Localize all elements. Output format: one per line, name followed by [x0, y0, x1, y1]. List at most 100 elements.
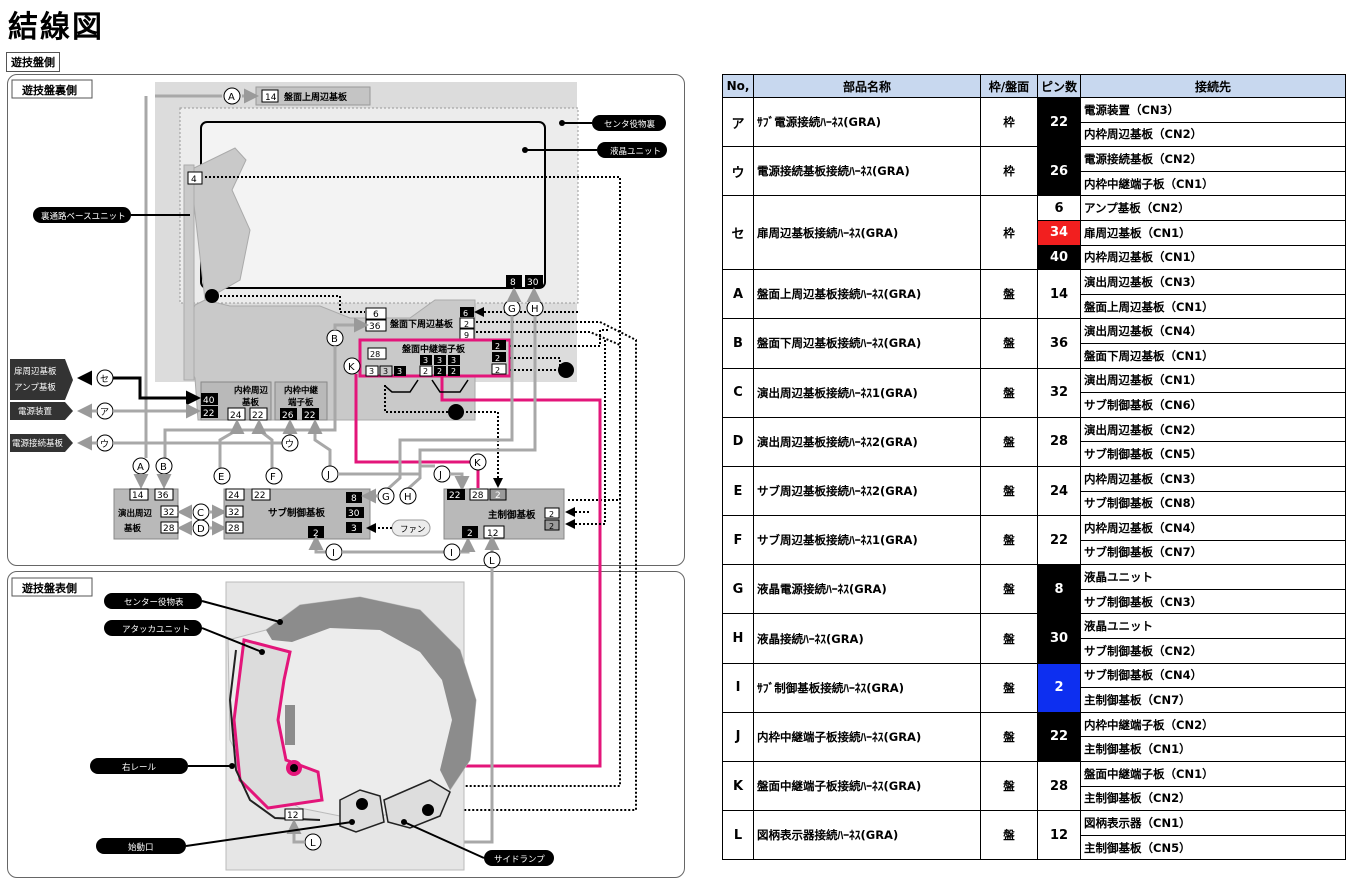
center-accessory-label: センター役物表 [124, 597, 184, 608]
letter-a: ア [100, 408, 109, 418]
panel-back-label: 遊技盤裏側 [22, 83, 77, 97]
row-pin-count: 36 [1037, 318, 1081, 369]
row-destination: サブ制御基板（CN2） [1080, 638, 1346, 664]
letter-u-left: ウ [100, 439, 109, 450]
row-frame-board: 盤 [980, 318, 1038, 369]
row-frame-board: 盤 [980, 465, 1038, 517]
row-destination: 演出周辺基板（CN3） [1080, 269, 1346, 295]
row-pin-count: 28 [1037, 761, 1081, 812]
conn-14-upper: 14 [265, 93, 277, 103]
svg-text:2: 2 [437, 367, 442, 376]
table-row: サブ制御基板（CN6） [723, 392, 1346, 418]
letter-I-right: I [450, 548, 453, 559]
row-no: I [722, 662, 754, 713]
lcd-unit [200, 121, 546, 289]
svg-text:2: 2 [464, 320, 469, 329]
conn-4: 4 [191, 175, 197, 185]
row-part-name: 盤面中継端子板接続ﾊｰﾈｽ(GRA) [753, 761, 981, 812]
row-frame-board: 盤 [980, 269, 1038, 320]
page-title: 結線図 [8, 10, 104, 45]
row-no: A [722, 269, 754, 320]
row-frame-board: 盤 [980, 662, 1038, 713]
row-destination: 液晶ユニット [1080, 613, 1346, 640]
power-device-label: 電源装置 [18, 406, 53, 417]
door-board-label: 扉周辺基板 [14, 366, 57, 377]
svg-text:内枠周辺: 内枠周辺 [234, 385, 269, 396]
row-destination: 電源装置（CN3） [1080, 97, 1346, 123]
svg-text:28: 28 [370, 350, 380, 359]
row-frame-board: 枠 [980, 146, 1038, 197]
table-row: 主制御基板（CN7） [723, 687, 1346, 713]
right-rail-label: 右レール [122, 762, 157, 773]
letter-G-top: G [508, 304, 516, 315]
row-pin-count: 2 [1037, 662, 1081, 713]
svg-text:28: 28 [228, 524, 240, 534]
svg-text:端子板: 端子板 [288, 397, 314, 408]
letter-se: セ [100, 374, 109, 385]
svg-text:22: 22 [252, 411, 263, 421]
row-destination: 内枠周辺基板（CN2） [1080, 121, 1346, 148]
row-frame-board: 枠 [980, 195, 1038, 271]
back-passage-label: 裏通路ベースユニット [41, 211, 126, 222]
relay-board-label: 盤面中継端子板 [401, 343, 466, 355]
row-no: H [722, 613, 754, 664]
row-part-name: 内枠中継端子板接続ﾊｰﾈｽ(GRA) [753, 711, 981, 763]
row-part-name: 電源接続基板接続ﾊｰﾈｽ(GRA) [753, 146, 981, 197]
letter-H-lower: H [404, 492, 412, 503]
conn-36-lower: 36 [369, 322, 381, 332]
letter-J-right: J [438, 470, 442, 481]
section-label: 遊技盤側 [6, 52, 60, 72]
row-no: セ [722, 195, 754, 271]
row-part-name: 液晶電源接続ﾊｰﾈｽ(GRA) [753, 564, 981, 615]
row-no: G [722, 564, 754, 615]
letter-K-lower: K [474, 458, 481, 469]
row-part-name: ｻﾌﾞ電源接続ﾊｰﾈｽ(GRA) [753, 96, 981, 148]
letter-K-relay: K [348, 362, 355, 373]
row-no: K [722, 761, 754, 812]
row-part-name: 盤面上周辺基板接続ﾊｰﾈｽ(GRA) [753, 269, 981, 320]
svg-text:2: 2 [495, 366, 500, 375]
row-frame-board: 枠 [980, 96, 1038, 148]
row-destination: サブ制御基板（CN7） [1080, 539, 1346, 566]
row-destination: サブ制御基板（CN4） [1080, 662, 1346, 689]
row-pin-count: 28 [1037, 416, 1081, 467]
svg-text:2: 2 [313, 529, 319, 539]
row-destination: 扉周辺基板（CN1） [1080, 219, 1346, 246]
letter-L-bottom: L [310, 838, 316, 849]
row-pin-count: 24 [1037, 465, 1081, 517]
col-destination: 接続先 [1080, 74, 1346, 98]
svg-text:2: 2 [495, 354, 500, 363]
letter-B-lower: B [160, 462, 167, 473]
row-no: J [722, 711, 754, 763]
letter-A-lower: A [137, 462, 144, 473]
conn-8-lcd: 8 [510, 278, 516, 288]
amp-board-label: アンプ基板 [14, 382, 56, 393]
row-no: L [722, 810, 754, 861]
row-destination: サブ制御基板（CN6） [1080, 392, 1346, 418]
row-destination: 演出周辺基板（CN1） [1080, 367, 1346, 394]
svg-text:2: 2 [495, 342, 500, 351]
row-destination: 内枠周辺基板（CN3） [1080, 465, 1346, 492]
row-frame-board: 盤 [980, 810, 1038, 861]
letter-B-top: B [331, 334, 338, 345]
row-part-name: ｻﾌﾞ制御基板接続ﾊｰﾈｽ(GRA) [753, 662, 981, 713]
svg-text:3: 3 [369, 367, 374, 376]
svg-text:内枠中継: 内枠中継 [284, 385, 319, 396]
row-frame-board: 盤 [980, 515, 1038, 566]
row-pin-count: 22 [1037, 711, 1081, 763]
svg-text:22: 22 [203, 409, 214, 419]
row-frame-board: 盤 [980, 564, 1038, 615]
svg-text:8: 8 [351, 494, 357, 504]
row-destination: 演出周辺基板（CN4） [1080, 318, 1346, 344]
panel-front-label: 遊技盤表側 [22, 581, 77, 595]
right-rail [228, 649, 321, 821]
svg-text:3: 3 [423, 356, 428, 365]
center-back-label: センタ役物裏 [604, 119, 656, 130]
